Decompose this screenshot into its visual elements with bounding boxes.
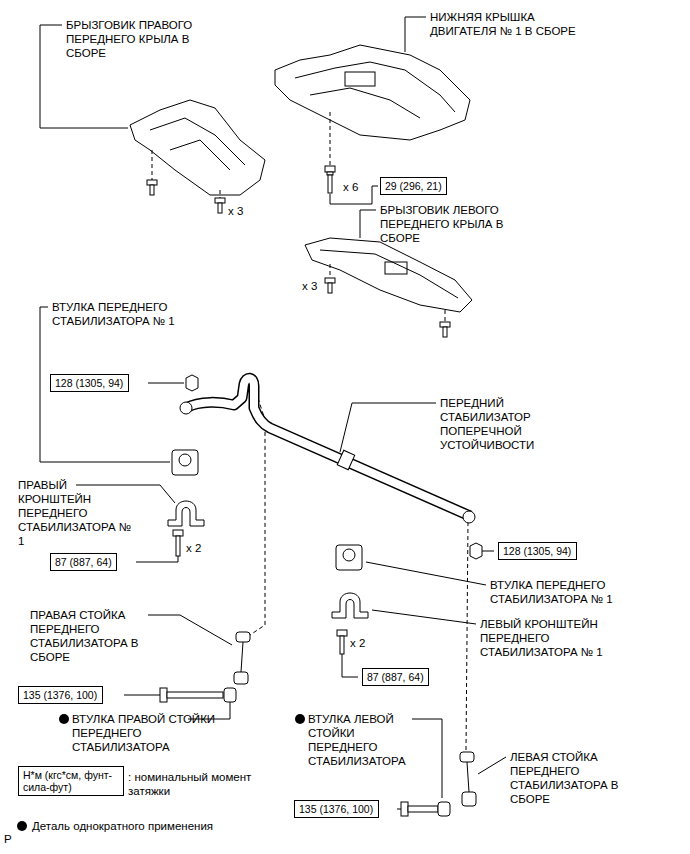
- quantity-label: x 2: [186, 541, 216, 555]
- part-name-label: ЛЕВЫЙ КРОНШТЕЙН ПЕРЕДНЕГО СТАБИЛИЗАТОРА …: [480, 617, 630, 659]
- node-text: 87 (887, 64): [367, 671, 424, 683]
- bolt: [160, 688, 223, 702]
- stabilizer-bushing: [336, 545, 362, 570]
- bolt: [147, 180, 157, 195]
- leader-line: [340, 403, 436, 452]
- quantity-label: x 2: [350, 636, 380, 650]
- leader-line: [397, 809, 401, 810]
- leader-line: [478, 757, 506, 774]
- torque-box: 128 (1305, 94): [498, 542, 577, 560]
- bolt: [440, 322, 450, 337]
- part-name-label: БРЫЗГОВИК ПРАВОГО ПЕРЕДНЕГО КРЫЛА В СБОР…: [66, 18, 216, 60]
- legend-text: : номинальный момент затяжки: [128, 770, 258, 798]
- bolt: [325, 278, 335, 293]
- leader-line: [342, 654, 358, 677]
- leader-line: [40, 307, 170, 462]
- part-name-label: ПЕРЕДНИЙ СТАБИЛИЗАТОР ПОПЕРЕЧНОЙ УСТОЙЧИ…: [440, 396, 550, 452]
- torque-box: 135 (1376, 100): [294, 800, 379, 818]
- bolt: [325, 166, 335, 193]
- part-name-label: ВТУЛКА ПРАВОЙ СТОЙКИ ПЕРЕДНЕГО СТАБИЛИЗА…: [72, 712, 222, 754]
- figure-code-label: P: [4, 832, 24, 846]
- leader-line: [405, 17, 426, 52]
- splash-shield: [130, 100, 265, 195]
- legend-text: Деталь однократного применения: [32, 819, 252, 833]
- link-bushing: [224, 688, 236, 702]
- bolt: [173, 530, 183, 556]
- leader-line: [360, 210, 376, 238]
- link-bushing: [438, 802, 450, 816]
- bolt: [337, 630, 347, 654]
- leader-line: [148, 383, 184, 384]
- stabilizer-bar: [180, 378, 475, 523]
- stabilizer-link: [224, 632, 250, 702]
- leader-line: [372, 610, 476, 624]
- torque-box: 87 (887, 64): [362, 668, 429, 686]
- quantity-label: x 6: [343, 180, 373, 194]
- bolt: [401, 802, 438, 816]
- part-name-label: ПРАВЫЙ КРОНШТЕЙН ПЕРЕДНЕГО СТАБИЛИЗАТОРА…: [18, 478, 133, 548]
- part-name-label: ВТУЛКА ПЕРЕДНЕГО СТАБИЛИЗАТОРА № 1: [52, 300, 202, 328]
- legend-key-box: Н*м (кгс*см, фунт-сила-фут): [18, 766, 124, 796]
- part-name-label: БРЫЗГОВИК ЛЕВОГО ПЕРЕДНЕГО КРЫЛА В СБОРЕ: [380, 203, 530, 245]
- quantity-label: x 3: [302, 279, 328, 293]
- nut: [186, 375, 198, 391]
- leader-line: [148, 615, 232, 645]
- node-text: 87 (887, 64): [55, 556, 112, 568]
- leader-line: [136, 556, 178, 562]
- quantity-label: x 3: [228, 204, 258, 218]
- single-use-marker: [295, 714, 305, 724]
- torque-box: 87 (887, 64): [50, 553, 117, 571]
- part-name-label: ВТУЛКА ПЕРЕДНЕГО СТАБИЛИЗАТОРА № 1: [490, 578, 640, 606]
- torque-box: 135 (1376, 100): [18, 686, 103, 704]
- part-name-label: ЛЕВАЯ СТОЙКА ПЕРЕДНЕГО СТАБИЛИЗАТОРА В С…: [510, 750, 640, 806]
- engine-under-cover: [275, 45, 470, 140]
- leader-line: [412, 719, 442, 798]
- torque-box: 128 (1305, 94): [50, 374, 129, 392]
- splash-shield: [305, 238, 472, 312]
- node-text: 128 (1305, 94): [55, 377, 123, 389]
- part-name-label: ПРАВАЯ СТОЙКА ПЕРЕДНЕГО СТАБИЛИЗАТОРА В …: [30, 608, 160, 664]
- stabilizer-bracket: [168, 501, 204, 526]
- node-text: 128 (1305, 94): [503, 545, 571, 557]
- node-text: 29 (296, 21): [385, 180, 442, 192]
- part-name-label: НИЖНЯЯ КРЫШКА ДВИГАТЕЛЯ № 1 В СБОРЕ: [430, 10, 600, 38]
- node-text: 135 (1376, 100): [23, 689, 97, 701]
- node-text: 135 (1376, 100): [299, 803, 373, 815]
- bolt: [215, 198, 225, 213]
- single-use-marker: [17, 821, 27, 831]
- stabilizer-bushing: [172, 450, 198, 475]
- node-text: Н*м (кгс*см, фунт-сила-фут): [23, 769, 119, 793]
- single-use-marker: [59, 714, 69, 724]
- part-name-label: ВТУЛКА ЛЕВОЙ СТОЙКИ ПЕРЕДНЕГО СТАБИЛИЗАТ…: [308, 712, 418, 768]
- stabilizer-link: [438, 752, 476, 816]
- nut: [470, 543, 482, 559]
- torque-box: 29 (296, 21): [380, 177, 447, 195]
- leader-line: [124, 695, 160, 696]
- stabilizer-bracket: [332, 593, 368, 618]
